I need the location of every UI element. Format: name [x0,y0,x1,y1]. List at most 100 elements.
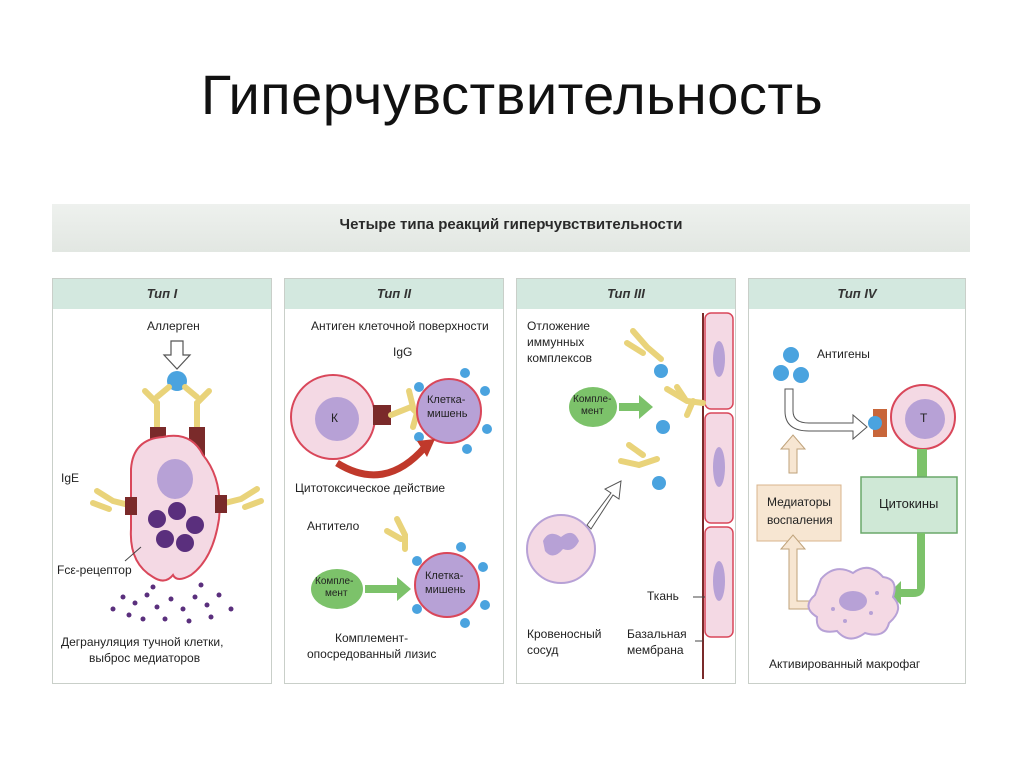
complement-label-1: Компле- [315,576,354,587]
lysis-label-1: Комплемент- [335,631,409,645]
ige-antibody-right [182,384,212,430]
antibody-label: Антитело [307,519,360,533]
fc-receptor-side-left [125,497,137,515]
antibody-icon [384,516,408,552]
type-1-illustration [90,340,264,624]
complement-arrow-icon [619,395,653,419]
fc-receptor-label: Fcε-рецептор [57,563,132,577]
granule [176,534,194,552]
granule [148,510,166,528]
mediators-arrow-icon [779,534,812,610]
type-1-caption-line-2: выброс медиаторов [89,651,201,665]
mediators-label-2: воспаления [767,513,833,527]
t-cell-nucleus [905,399,945,439]
mast-cell-nucleus [157,459,193,499]
cytokines-label: Цитокины [879,496,939,511]
mediators-label-1: Медиаторы [767,495,831,509]
membrane-label-1: Базальная [627,627,687,641]
allergen-arrow-icon [162,340,192,370]
immune-complex [624,328,664,362]
released-mediators [110,582,234,624]
ige-label: IgE [61,471,80,485]
fc-receptor-side-right [215,495,227,513]
granule [186,516,204,534]
lysis-label-2: опосредованный лизис [307,647,437,661]
figure-title-band [52,204,970,252]
target-cell-2-label-2: мишень [425,584,466,596]
immune-complex [618,442,660,469]
target-cell-label-1: Клетка- [427,394,466,406]
vessel-label-2: сосуд [527,643,559,657]
allergen-label: Аллерген [147,319,200,333]
cytotoxic-label: Цитотоксическое действие [295,481,446,495]
granule [168,502,186,520]
antigen-surface-label: Антиген клеточной поверхности [311,319,489,333]
allergen-icon [167,371,187,391]
antigens-label: Антигены [817,347,870,361]
panel-type-2-header: Тип II [285,279,503,309]
presented-antigen [868,416,882,430]
target-cell-label-2: мишень [427,408,468,420]
cytotoxic-arrow-icon [335,444,428,479]
cell-surface-antigens-2 [412,542,490,628]
granule [156,530,174,548]
complement-icon [311,569,363,609]
cell-surface-antigens [414,368,492,454]
panel-type-4-header: Тип IV [749,279,965,309]
complement-label-2: мент [325,588,348,599]
complement-arrow-icon [365,577,411,601]
macrophage-nucleus [839,591,867,611]
igg-label: IgG [393,345,413,359]
mediators-box [756,484,842,542]
macrophage-label: Активированный макрофаг [769,657,921,671]
type-3-illustration [526,312,734,679]
k-cell-receptor [373,405,391,425]
immune-complex [664,384,706,418]
panel-type-1-header: Тип I [53,279,271,309]
ige-antibody-side-right [222,486,264,510]
target-cell [416,378,482,444]
type-2-illustration [290,368,492,628]
antigen-icon [652,476,666,490]
migration-arrow-icon [586,480,622,530]
antigen-icon [654,364,668,378]
cytokines-box [860,476,958,534]
k-cell-nucleus [315,397,359,441]
k-cell-label: К [331,411,338,425]
ige-antibody-left [142,384,172,430]
hypersensitivity-figure: Четыре типа реакций гиперчувствительност… [52,186,970,686]
panel-type-2: Тип II [284,278,504,684]
deposit-label-1: Отложение [527,319,590,333]
neutrophil-nucleus [543,532,579,556]
mediators-up-arrow-icon [779,434,807,474]
target-cell-2-label-1: Клетка- [425,570,464,582]
panel-type-1: Тип I [52,278,272,684]
tissue-label: Ткань [647,589,679,603]
antigens-icon [773,347,809,383]
vessel-wall-nuclei [713,341,725,601]
complement-label-2: мент [581,406,604,417]
panel-type-3: Тип III [516,278,736,684]
t-cell-label: Т [920,411,928,425]
panel-type-4: Тип IV [748,278,966,684]
antigen-icon [656,420,670,434]
t-to-cytokines-connector [917,449,927,477]
cytokines-arrow-icon [889,533,925,605]
complement-label-1: Компле- [573,394,612,405]
macrophage-granules [831,591,879,623]
target-cell-2 [414,552,480,618]
ige-antibody-side-left [90,488,132,512]
deposit-label-3: комплексов [527,351,593,365]
figure-title: Четыре типа реакций гиперчувствительност… [339,216,683,233]
type-4-illustration [756,347,958,640]
deposit-label-2: иммунных [527,335,585,349]
igg-antibody [388,388,421,430]
panel-type-3-header: Тип III [517,279,735,309]
type-1-caption-line-1: Дегрануляция тучной клетки, [61,635,224,649]
slide-title: Гиперчувствительность [200,63,824,126]
membrane-label-2: мембрана [627,643,684,657]
fc-receptor-pointer [124,546,142,562]
vessel-label-1: Кровеносный [527,627,602,641]
complement-icon [569,387,617,427]
antigen-path-arrow-icon [784,388,868,441]
